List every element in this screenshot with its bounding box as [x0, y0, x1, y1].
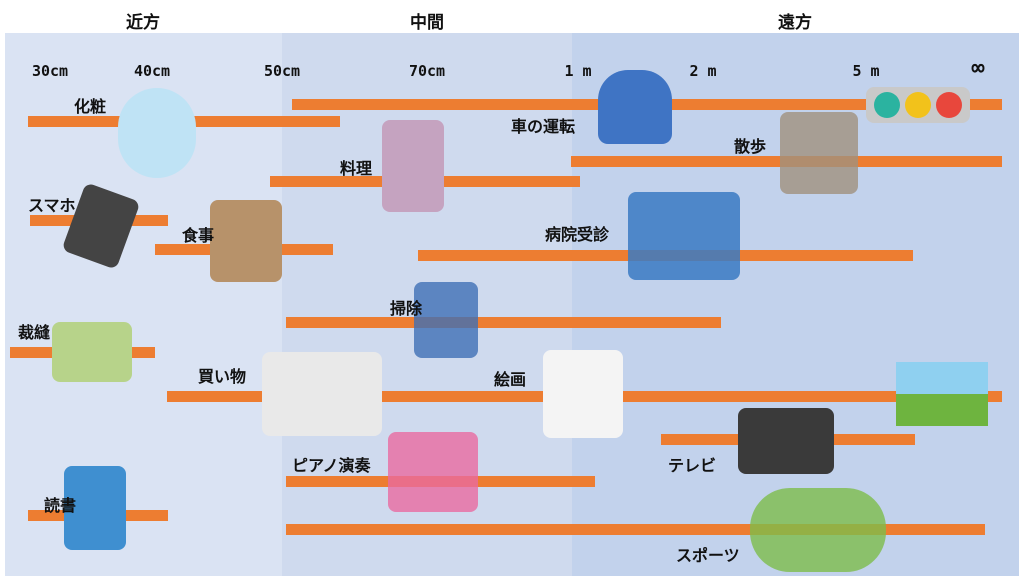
label-piano: ピアノ演奏 — [292, 456, 371, 475]
sewing-illustration — [52, 322, 132, 382]
hospital-illustration — [628, 192, 740, 280]
painting-illustration — [543, 350, 623, 438]
tv-illustration — [738, 408, 834, 474]
label-shopping: 買い物 — [198, 367, 247, 386]
shopping-illustration — [262, 352, 382, 436]
label-walking: 散歩 — [734, 137, 767, 156]
tick-30cm: 30cm — [31, 62, 69, 80]
label-makeup: 化粧 — [74, 97, 107, 116]
tick-70cm: 70cm — [408, 62, 446, 80]
traffic-light-illustration — [866, 87, 970, 123]
piano-illustration — [388, 432, 478, 512]
label-sports: スポーツ — [676, 546, 740, 565]
zone-label-near: 近方 — [126, 13, 160, 33]
cooking-illustration — [382, 120, 444, 212]
bar-sports — [286, 524, 985, 535]
makeup-illustration — [118, 88, 196, 178]
tick-infinity: ∞ — [971, 56, 985, 81]
tick-2m: 2 m — [689, 62, 717, 80]
tick-1m: 1 m — [564, 62, 592, 80]
tick-50cm: 50cm — [263, 62, 301, 80]
sports-illustration — [750, 488, 886, 572]
label-eating: 食事 — [182, 226, 215, 245]
zone-label-far: 遠方 — [778, 13, 812, 33]
car-illustration — [598, 70, 672, 144]
eating-illustration — [210, 200, 282, 282]
walking-illustration — [780, 112, 858, 194]
reading-illustration — [64, 466, 126, 550]
label-reading: 読書 — [44, 496, 77, 515]
label-sewing: 裁縫 — [18, 323, 51, 342]
cleaning-illustration — [414, 282, 478, 358]
tick-40cm: 40cm — [133, 62, 171, 80]
zone-label-middle: 中間 — [410, 13, 444, 33]
label-cleaning: 掃除 — [390, 299, 423, 318]
label-cooking: 料理 — [340, 159, 373, 178]
bar-cleaning — [286, 317, 721, 328]
label-tv: テレビ — [668, 456, 717, 475]
label-driving: 車の運転 — [511, 117, 576, 136]
label-smartphone: スマホ — [28, 196, 76, 215]
tick-5m: 5 m — [852, 62, 880, 80]
label-painting: 絵画 — [494, 370, 527, 389]
landscape-illustration — [896, 362, 988, 426]
label-hospital: 病院受診 — [545, 225, 610, 244]
